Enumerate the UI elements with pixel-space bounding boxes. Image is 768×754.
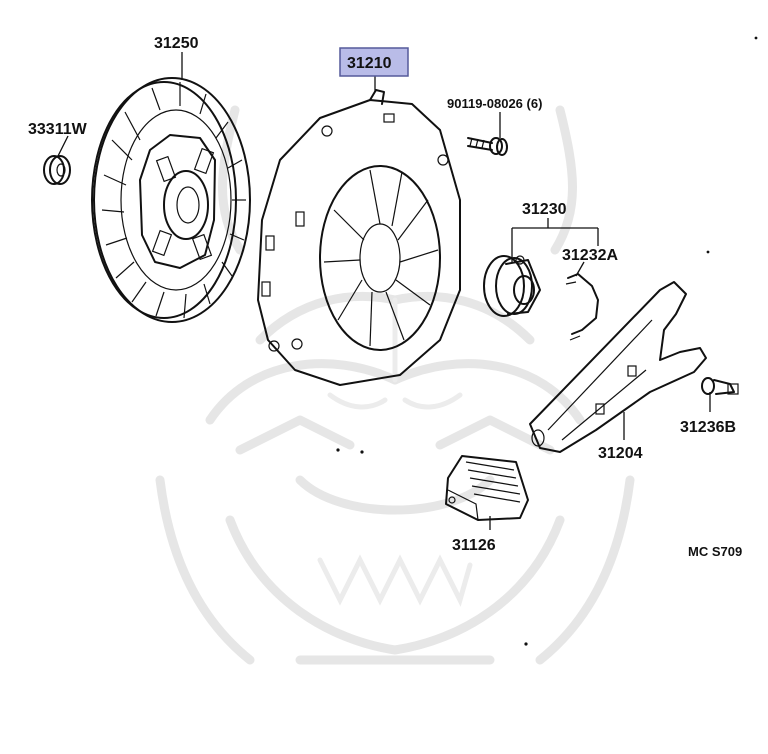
clip-part[interactable] xyxy=(565,273,599,341)
clutch-disc-friction-lines xyxy=(101,82,246,319)
stray-dot xyxy=(754,36,758,40)
stray-dot xyxy=(706,250,710,254)
label-clutch-cover[interactable]: 31210 xyxy=(347,55,392,72)
label-fork-boot[interactable]: 31126 xyxy=(452,537,496,554)
label-release-bearing[interactable]: 31230 xyxy=(522,201,567,218)
stray-dot xyxy=(336,448,340,452)
pilot-bearing-part[interactable] xyxy=(43,155,71,185)
label-clip[interactable]: 31232A xyxy=(562,247,618,264)
clutch-cover-part[interactable] xyxy=(257,89,461,386)
label-release-fork[interactable]: 31204 xyxy=(598,445,643,462)
stray-dot xyxy=(360,450,364,454)
diagram-code: MC S709 xyxy=(688,544,742,559)
release-fork-part[interactable] xyxy=(529,281,707,453)
release-bearing-part[interactable] xyxy=(483,255,541,317)
label-ball-stud[interactable]: 31236B xyxy=(680,419,736,436)
label-clutch-disc[interactable]: 31250 xyxy=(154,35,199,52)
samurai-mask-watermark-icon xyxy=(155,105,635,665)
label-pilot-bearing[interactable]: 33311W xyxy=(28,121,88,138)
stray-dot xyxy=(524,642,528,646)
ball-stud-part[interactable] xyxy=(701,377,739,395)
clutch-cover-fingers xyxy=(323,169,439,347)
leader-lines xyxy=(57,52,711,530)
highlight-box xyxy=(339,47,409,77)
bolt-part[interactable] xyxy=(467,137,508,156)
label-bolt[interactable]: 90119-08026 (6) xyxy=(447,96,542,111)
fork-boot-part[interactable] xyxy=(445,455,529,521)
clutch-disc-part[interactable] xyxy=(91,77,251,323)
